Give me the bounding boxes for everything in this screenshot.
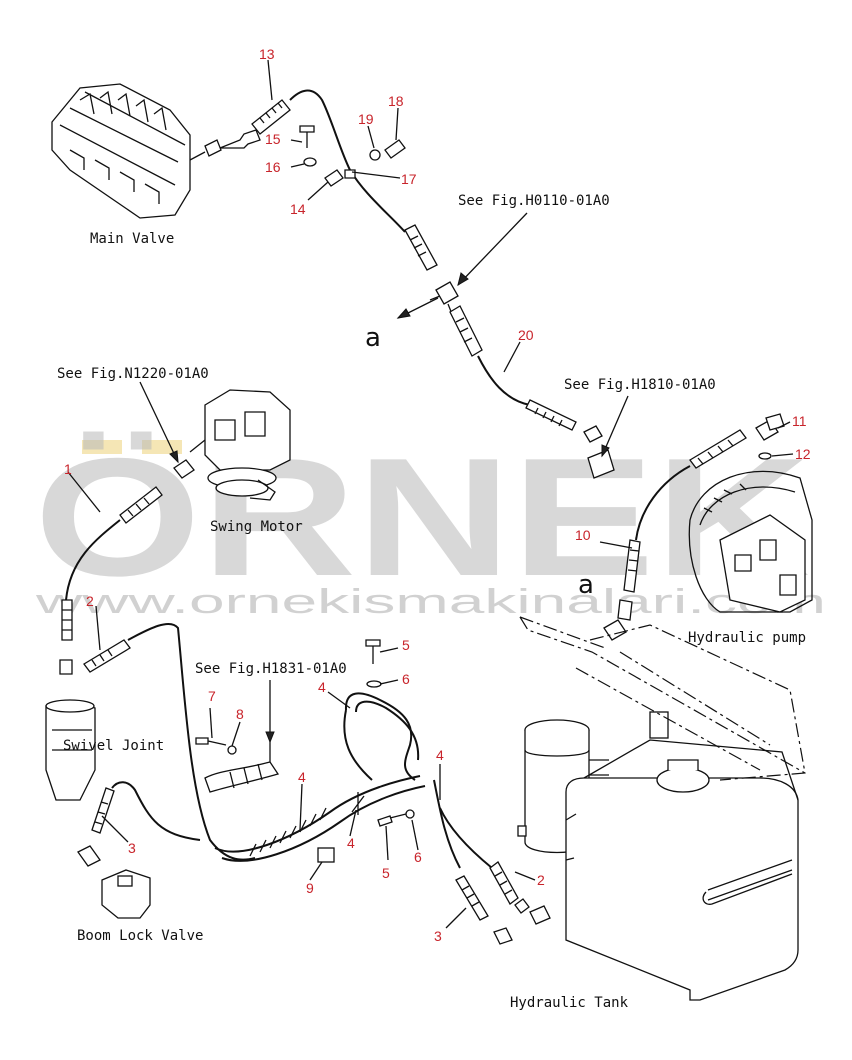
part-number-4-mid: 4 <box>298 769 306 785</box>
part-number-17: 17 <box>401 171 417 187</box>
part-number-2-left: 2 <box>86 593 94 609</box>
watermark-brand: ÖRNEK <box>34 423 810 611</box>
hydraulic-pump-label: Hydraulic pump <box>688 630 806 646</box>
hydraulic-tank-drawing <box>565 711 799 1001</box>
part-number-6-low: 6 <box>414 849 422 865</box>
part-number-5-top: 5 <box>402 637 410 653</box>
swivel-joint-drawing <box>45 659 96 801</box>
clamp-block <box>204 740 280 793</box>
part-number-2-right: 2 <box>537 872 545 888</box>
part-number-4-top: 4 <box>318 679 326 695</box>
part-number-12: 12 <box>795 446 811 462</box>
part-number-10: 10 <box>575 527 591 543</box>
watermark-accent-left <box>82 440 122 454</box>
hydraulic-pump-drawing <box>688 470 813 613</box>
connection-mark-a-upper: a <box>365 323 381 353</box>
part-number-3-right: 3 <box>434 928 442 944</box>
swivel-joint-label: Swivel Joint <box>63 738 164 754</box>
part-number-7: 7 <box>208 688 216 704</box>
connection-lines <box>519 616 806 781</box>
clamp-parts <box>299 125 406 187</box>
hose-3-left <box>77 781 201 867</box>
watermark: ÖRNEK www.ornekismakinalari.com <box>34 423 826 621</box>
part-number-4-right: 4 <box>436 747 444 763</box>
ref-fig-h1810: See Fig.H1810-01A0 <box>564 377 716 393</box>
hose-2-right <box>439 807 530 914</box>
part-number-6-top: 6 <box>402 671 410 687</box>
bolts-and-washers <box>195 639 415 827</box>
main-valve-drawing <box>51 83 261 219</box>
part-number-3-left: 3 <box>128 840 136 856</box>
boom-lock-valve-label: Boom Lock Valve <box>77 928 203 944</box>
ref-fig-n1220: See Fig.N1220-01A0 <box>57 366 209 382</box>
ref-fig-h0110: See Fig.H0110-01A0 <box>458 193 610 209</box>
hydraulic-tank-label: Hydraulic Tank <box>510 995 629 1011</box>
part-number-16: 16 <box>265 159 281 175</box>
part-number-5-low: 5 <box>382 865 390 881</box>
part-number-19: 19 <box>358 111 374 127</box>
tee-fitting <box>429 281 459 315</box>
hose-2-left <box>83 622 256 861</box>
part-number-20: 20 <box>518 327 534 343</box>
part-number-13: 13 <box>259 46 275 62</box>
part-number-1: 1 <box>64 461 72 477</box>
watermark-url: www.ornekismakinalari.com <box>34 583 826 621</box>
reference-arrows <box>139 212 629 744</box>
main-valve-label: Main Valve <box>90 231 174 247</box>
connection-mark-a-right: a <box>578 570 594 600</box>
elbow-and-oring <box>755 413 785 460</box>
part-number-15: 15 <box>265 131 281 147</box>
part-number-18: 18 <box>388 93 404 109</box>
swing-motor-drawing <box>189 389 291 501</box>
leader-lines <box>67 59 794 929</box>
part-number-14: 14 <box>290 201 306 217</box>
hose-20 <box>449 305 615 479</box>
part-number-8: 8 <box>236 706 244 722</box>
swing-motor-label: Swing Motor <box>210 519 303 535</box>
part-number-9: 9 <box>306 880 314 896</box>
hose-1 <box>61 459 195 641</box>
part-numbers: 13 15 16 14 19 18 17 20 11 12 10 1 2 3 7… <box>64 46 811 944</box>
hose-13 <box>251 89 438 271</box>
part-number-4-low: 4 <box>347 835 355 851</box>
ref-fig-h1831: See Fig.H1831-01A0 <box>195 661 347 677</box>
hose-bundle-4 <box>214 680 426 863</box>
boom-lock-valve-drawing <box>101 869 151 919</box>
part-number-11: 11 <box>792 413 807 429</box>
